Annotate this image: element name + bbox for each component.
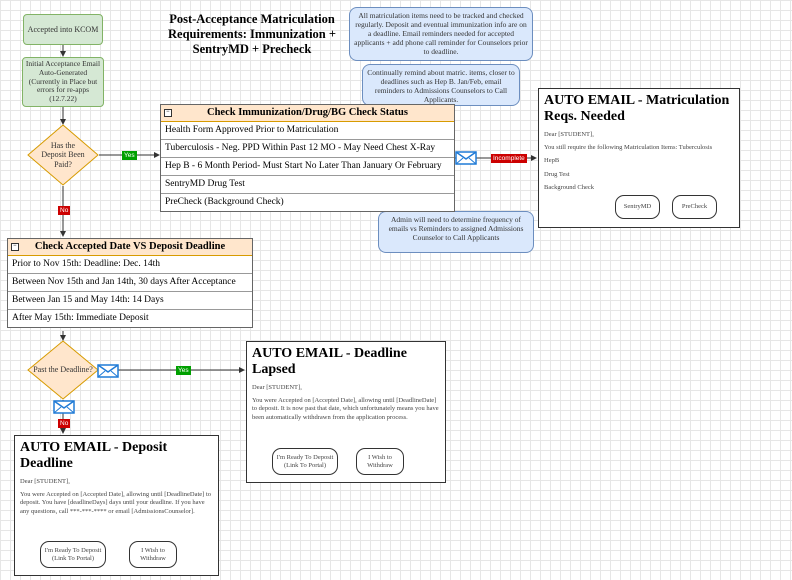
email-item: Drug Test: [544, 170, 570, 178]
continual-note: Continually remind about matric. items, …: [362, 64, 520, 106]
tracking-note: All matriculation items need to be track…: [349, 7, 533, 61]
table-row: Prior to Nov 15th: Deadline: Dec. 14th: [8, 256, 252, 274]
mail-icon: [53, 400, 75, 414]
yes-label: Yes: [176, 366, 191, 375]
email-greeting: Dear [STUDENT],: [20, 478, 70, 486]
withdraw-button[interactable]: I Wish to Withdraw: [129, 541, 177, 568]
email-greeting: Dear [STUDENT],: [544, 131, 594, 139]
table-row: PreCheck (Background Check): [165, 197, 284, 207]
mail-icon: [97, 364, 119, 378]
yes-label: Yes: [122, 151, 137, 160]
withdraw-button[interactable]: I Wish to Withdraw: [356, 448, 404, 475]
email-item: HepB: [544, 157, 560, 165]
lapsed-email-title: AUTO EMAIL - Deadline Lapsed: [252, 346, 407, 378]
collapse-icon[interactable]: −: [164, 109, 172, 117]
auto-email-node: Initial Acceptance Email Auto-Generated …: [22, 57, 104, 107]
table-row: Health Form Approved Prior to Matriculat…: [161, 122, 454, 140]
deposit-decision: Has the Deposit Been Paid?: [27, 124, 99, 186]
deadline-table-header: − Check Accepted Date VS Deposit Deadlin…: [8, 239, 252, 256]
immunization-table: − Check Immunization/Drug/BG Check Statu…: [160, 104, 455, 212]
immunization-table-title: Check Immunization/Drug/BG Check Status: [207, 107, 408, 118]
no-label: No: [58, 206, 71, 215]
table-row: Tuberculosis - Neg. PPD Within Past 12 M…: [161, 140, 454, 158]
deposit-email: AUTO EMAIL - Deposit Deadline Dear [STUD…: [14, 435, 219, 576]
ready-to-deposit-button[interactable]: I'm Ready To Deposit (Link To Portal): [40, 541, 106, 568]
accepted-node: Accepted into KCOM: [23, 14, 103, 45]
incomplete-label: Incomplete: [491, 154, 527, 163]
collapse-icon[interactable]: −: [11, 243, 19, 251]
email-body: You were Accepted on [Accepted Date], al…: [252, 397, 439, 421]
email-body: You were Accepted on [Accepted Date], al…: [20, 491, 212, 515]
table-row: Between Jan 15 and May 14th: 14 Days: [8, 292, 252, 310]
matric-email-title: AUTO EMAIL - Matriculation Reqs. Needed: [544, 93, 730, 125]
deadline-decision: Past the Deadline?: [27, 340, 99, 400]
table-row: Hep B - 6 Month Period- Must Start No La…: [161, 158, 454, 176]
email-greeting: Dear [STUDENT],: [252, 384, 302, 392]
email-body: You still require the following Matricul…: [544, 144, 713, 152]
diagram-title: Post-Acceptance Matriculation Requiremen…: [168, 12, 336, 56]
diamond-shape: [27, 124, 99, 186]
mail-icon: [455, 151, 477, 165]
deposit-decision-label: Has the Deposit Been Paid?: [41, 141, 85, 169]
deadline-table: − Check Accepted Date VS Deposit Deadlin…: [7, 238, 253, 328]
table-row: After May 15th: Immediate Deposit: [12, 313, 149, 323]
diamond-shape: [27, 340, 99, 400]
lapsed-email: AUTO EMAIL - Deadline Lapsed Dear [STUDE…: [246, 341, 446, 483]
deposit-email-title: AUTO EMAIL - Deposit Deadline: [20, 440, 168, 472]
no-label: No: [58, 419, 71, 428]
ready-to-deposit-button[interactable]: I'm Ready To Deposit (Link To Portal): [272, 448, 338, 475]
email-item: Background Check: [544, 183, 595, 191]
immunization-table-header: − Check Immunization/Drug/BG Check Statu…: [161, 105, 454, 122]
admin-note: Admin will need to determine frequency o…: [378, 211, 534, 253]
matric-email: AUTO EMAIL - Matriculation Reqs. Needed …: [538, 88, 740, 228]
sentrymd-button[interactable]: SentryMD: [615, 195, 660, 219]
precheck-button[interactable]: PreCheck: [672, 195, 717, 219]
table-row: Between Nov 15th and Jan 14th, 30 days A…: [8, 274, 252, 292]
deadline-decision-label: Past the Deadline?: [33, 365, 93, 375]
deadline-table-title: Check Accepted Date VS Deposit Deadline: [34, 241, 226, 252]
table-row: SentryMD Drug Test: [161, 176, 454, 194]
